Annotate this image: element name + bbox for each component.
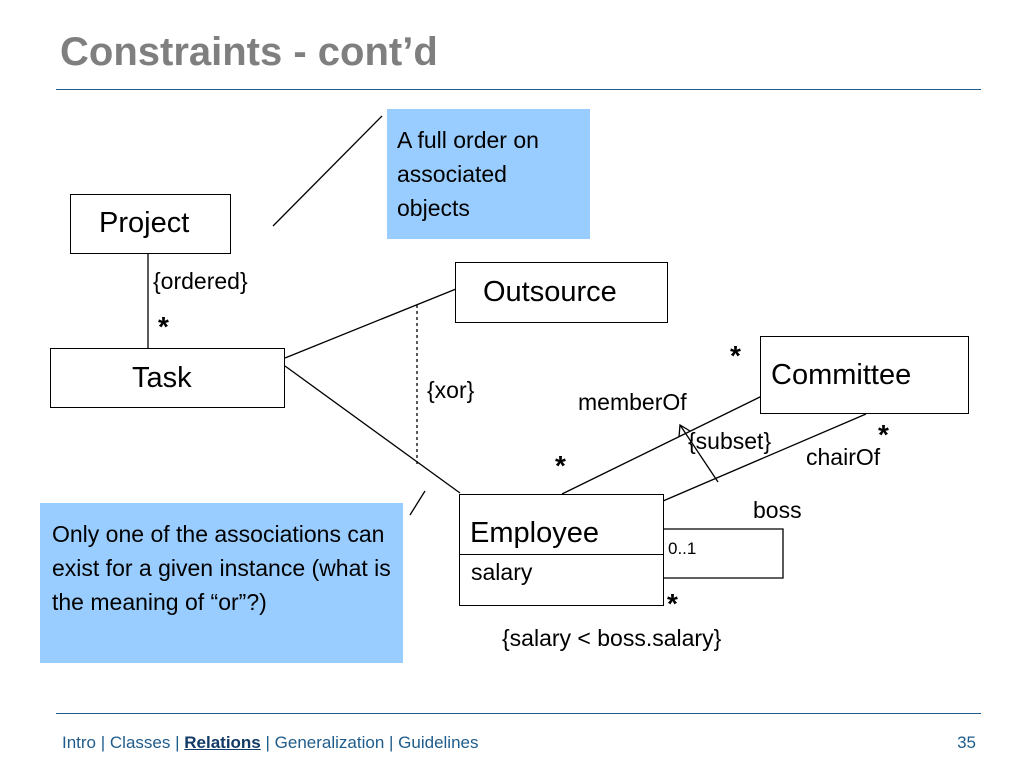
class-committee[interactable]: Committee — [760, 336, 969, 414]
label-subset: {subset} — [688, 428, 772, 454]
class-committee-label: Committee — [771, 359, 912, 391]
note-full-order-text: A full order on associated objects — [397, 127, 539, 221]
subset-constraint-arrow — [679, 424, 719, 483]
class-project[interactable]: Project — [70, 194, 231, 254]
footer-link-relations[interactable]: Relations — [184, 733, 261, 752]
class-employee-label: Employee — [470, 517, 599, 549]
footer-rule — [56, 713, 981, 714]
footer-link-guidelines[interactable]: Guidelines — [398, 733, 479, 752]
label-salary-constraint: {salary < boss.salary} — [502, 625, 722, 651]
footer-link-intro[interactable]: Intro — [62, 733, 97, 752]
multiplicity-task-star: * — [158, 311, 169, 342]
boss-self-association — [663, 528, 784, 579]
footer-nav: Intro | Classes | Relations | Generaliza… — [62, 733, 478, 753]
label-boss-multiplicity: 0..1 — [668, 539, 697, 558]
footer-separator: | — [170, 733, 185, 752]
employee-attribute-salary: salary — [471, 559, 533, 585]
footer-separator: | — [96, 733, 110, 752]
chair-of-association — [662, 413, 867, 502]
full-order-note-pointer — [272, 115, 383, 227]
class-outsource-label: Outsource — [483, 276, 617, 308]
note-xor-explanation-text: Only one of the associations can exist f… — [52, 521, 391, 615]
page-number: 35 — [957, 733, 976, 752]
footer-link-classes[interactable]: Classes — [109, 733, 171, 752]
multiplicity-employee-member-star: * — [555, 450, 566, 481]
footer-separator: | — [260, 733, 275, 752]
class-outsource[interactable]: Outsource — [455, 262, 668, 323]
label-chair-of: chairOf — [806, 444, 881, 470]
subset-arrowhead — [678, 423, 691, 438]
class-task[interactable]: Task — [50, 348, 285, 408]
slide-title: Constraints - cont’d — [60, 30, 438, 74]
note-xor-explanation: Only one of the associations can exist f… — [40, 503, 403, 663]
label-ordered: {ordered} — [153, 268, 248, 294]
label-xor: {xor} — [427, 377, 475, 403]
label-boss: boss — [753, 497, 802, 523]
member-of-association — [561, 395, 763, 495]
class-employee[interactable]: Employee salary — [459, 494, 664, 606]
class-employee-divider — [460, 554, 663, 555]
label-member-of: memberOf — [578, 389, 687, 415]
task-employee-association — [284, 365, 461, 494]
class-task-label: Task — [132, 362, 192, 394]
title-rule — [56, 89, 981, 90]
class-project-label: Project — [99, 207, 190, 239]
task-outsource-association — [284, 288, 457, 359]
multiplicity-committee-chair-star: * — [878, 419, 889, 450]
multiplicity-committee-member-star: * — [730, 340, 741, 371]
note-full-order: A full order on associated objects — [387, 109, 590, 239]
xor-note-pointer — [409, 490, 426, 516]
footer-link-generalization[interactable]: Generalization — [274, 733, 385, 752]
multiplicity-employee-boss-star: * — [667, 588, 678, 619]
footer-separator: | — [384, 733, 399, 752]
